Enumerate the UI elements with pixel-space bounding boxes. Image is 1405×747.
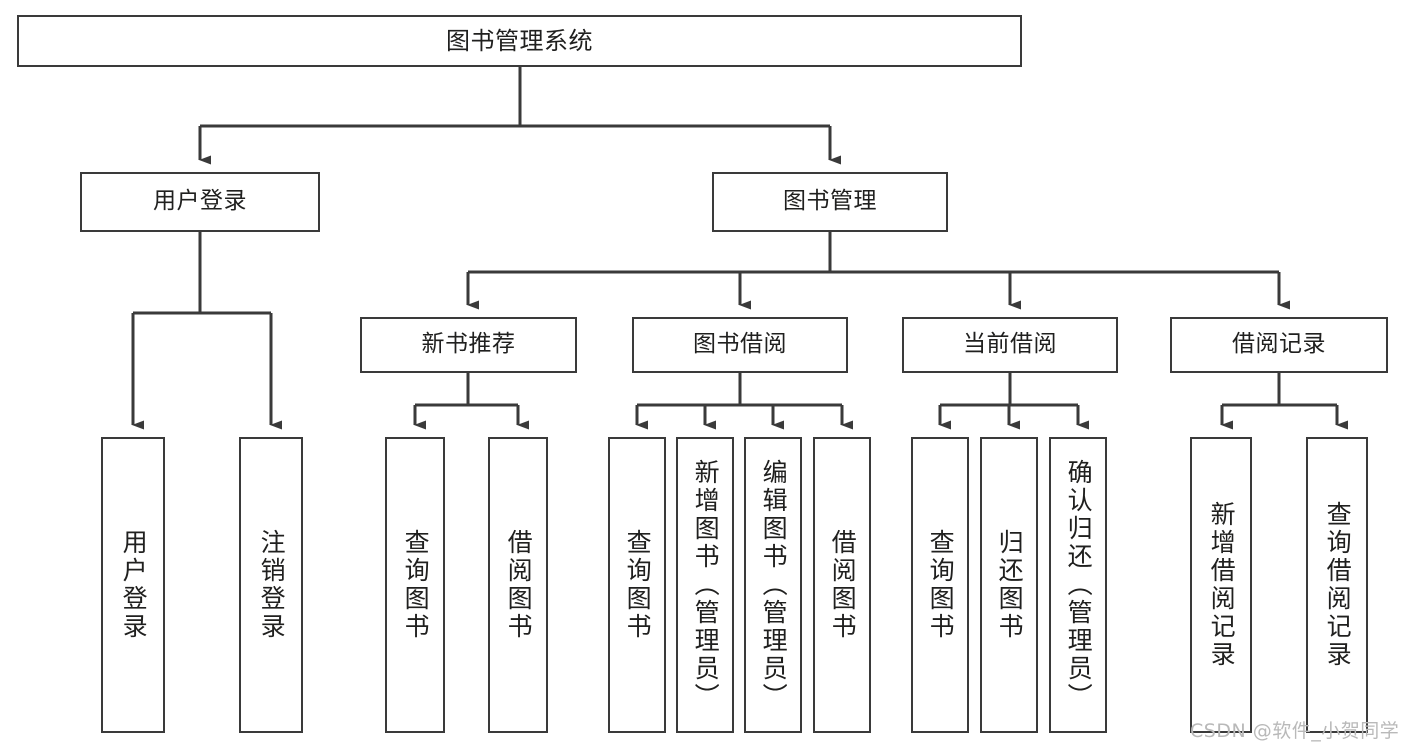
node-label: 借阅图书 <box>504 529 534 641</box>
node-label: 确认归还（管理员） <box>1064 459 1094 711</box>
node-label: 图书管理系统 <box>446 26 593 55</box>
node-leaf-query-book-3[interactable]: 查询图书 <box>911 437 969 733</box>
node-user-login[interactable]: 用户登录 <box>80 172 320 232</box>
node-leaf-add-book[interactable]: 新增图书（管理员） <box>676 437 734 733</box>
node-leaf-user-login[interactable]: 用户登录 <box>101 437 165 733</box>
node-leaf-edit-book[interactable]: 编辑图书（管理员） <box>744 437 802 733</box>
node-label: 新增图书（管理员） <box>691 459 721 711</box>
node-book-management[interactable]: 图书管理 <box>712 172 948 232</box>
node-leaf-query-book-1[interactable]: 查询图书 <box>385 437 445 733</box>
node-leaf-borrow-book-1[interactable]: 借阅图书 <box>488 437 548 733</box>
node-leaf-query-record[interactable]: 查询借阅记录 <box>1306 437 1368 733</box>
node-label: 借阅图书 <box>828 529 858 641</box>
node-label: 图书借阅 <box>693 331 787 358</box>
node-leaf-borrow-book-2[interactable]: 借阅图书 <box>813 437 871 733</box>
node-current-borrow[interactable]: 当前借阅 <box>902 317 1118 373</box>
node-leaf-confirm-return[interactable]: 确认归还（管理员） <box>1049 437 1107 733</box>
node-label: 查询图书 <box>401 529 431 641</box>
node-label: 编辑图书（管理员） <box>759 459 789 711</box>
node-root-book-management-system[interactable]: 图书管理系统 <box>17 15 1022 67</box>
node-label: 当前借阅 <box>963 331 1057 358</box>
node-book-borrow[interactable]: 图书借阅 <box>632 317 848 373</box>
node-label: 注销登录 <box>257 529 287 641</box>
node-label: 新书推荐 <box>421 331 516 358</box>
node-label: 用户登录 <box>153 188 247 215</box>
node-leaf-return-book[interactable]: 归还图书 <box>980 437 1038 733</box>
node-label: 用户登录 <box>119 529 149 641</box>
node-leaf-user-logout[interactable]: 注销登录 <box>239 437 303 733</box>
node-label: 图书管理 <box>783 188 877 215</box>
node-label: 查询图书 <box>623 529 653 641</box>
csdn-watermark: CSDN @软件_小贺同学 <box>1190 720 1400 742</box>
node-leaf-query-book-2[interactable]: 查询图书 <box>608 437 666 733</box>
node-new-book-recommend[interactable]: 新书推荐 <box>360 317 577 373</box>
node-label: 查询图书 <box>926 529 956 641</box>
node-label: 新增借阅记录 <box>1207 501 1237 669</box>
node-label: 借阅记录 <box>1232 331 1326 358</box>
node-label: 查询借阅记录 <box>1323 501 1353 669</box>
node-label: 归还图书 <box>995 529 1025 641</box>
node-leaf-add-record[interactable]: 新增借阅记录 <box>1190 437 1252 733</box>
node-borrow-record[interactable]: 借阅记录 <box>1170 317 1388 373</box>
